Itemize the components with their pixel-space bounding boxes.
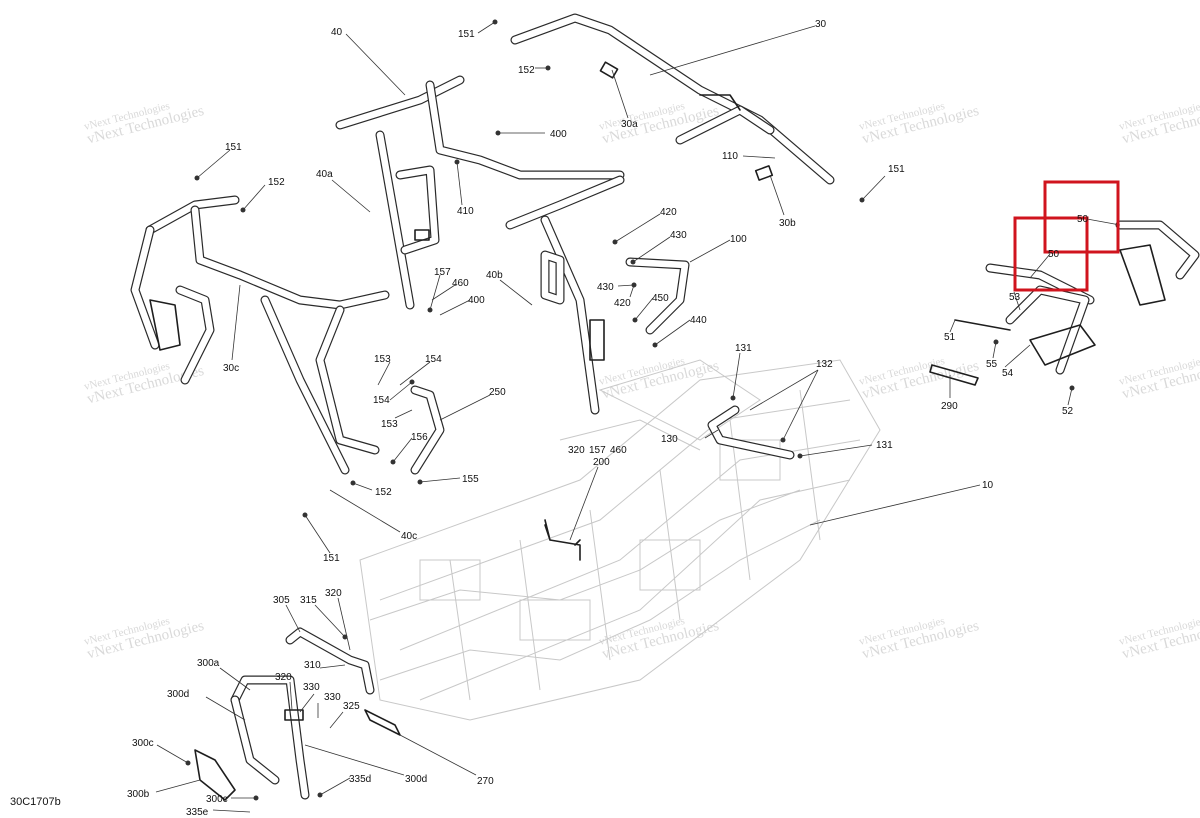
chassis-frame-ghost — [359, 359, 881, 721]
callout-label: 200 — [593, 457, 610, 468]
document-id: 30C1707b — [10, 796, 61, 808]
callout-label: 320 — [568, 445, 585, 456]
callout-label: 290 — [941, 401, 958, 412]
callout-label: 300d — [405, 774, 427, 785]
callout-label: 315 — [300, 595, 317, 606]
callout-label: 157 — [589, 445, 606, 456]
callout-label: 300c — [206, 794, 228, 805]
callout-label: 430 — [670, 230, 687, 241]
callout-label: 450 — [652, 293, 669, 304]
bar-130 — [707, 405, 795, 460]
callout-label: 100 — [730, 234, 747, 245]
callout-label: 152 — [268, 177, 285, 188]
callout-label: 30b — [779, 218, 796, 229]
callout-label: 410 — [457, 206, 474, 217]
callout-label: 325 — [343, 701, 360, 712]
callout-label: 460 — [610, 445, 627, 456]
callout-label: 300c — [132, 738, 154, 749]
callout-label: 151 — [225, 142, 242, 153]
callout-label: 152 — [518, 65, 535, 76]
callout-label: 30c — [223, 363, 239, 374]
callout-label: 300d — [167, 689, 189, 700]
leader-lines — [155, 21, 1121, 813]
callout-label: 151 — [458, 29, 475, 40]
callout-label: 132 — [816, 359, 833, 370]
callout-label: 40a — [316, 169, 333, 180]
callout-label: 460 — [452, 278, 469, 289]
left-cage — [130, 195, 390, 475]
callout-label: 250 — [489, 387, 506, 398]
callout-label: 430 — [597, 282, 614, 293]
callout-label: 300a — [197, 658, 220, 669]
callout-label: 154 — [425, 354, 442, 365]
callout-label: 30 — [815, 19, 827, 30]
bracket-200 — [544, 519, 581, 561]
rear-upper-bar-30 — [510, 13, 835, 185]
callout-label: 52 — [1062, 406, 1074, 417]
callout-label: 51 — [944, 332, 956, 343]
callout-label: 10 — [982, 480, 994, 491]
callout-label: 335e — [186, 807, 209, 818]
callout-label: 130 — [661, 434, 678, 445]
callout-label: 300b — [127, 789, 150, 800]
highlight-box — [1013, 216, 1089, 292]
callout-label: 153 — [381, 419, 398, 430]
front-bumper-300 — [194, 627, 401, 801]
highlight-boxes — [1013, 180, 1120, 292]
callout-label: 335d — [349, 774, 371, 785]
callout-label: 305 — [273, 595, 290, 606]
callout-label: 330 — [303, 682, 320, 693]
callout-label: 400 — [468, 295, 485, 306]
callout-label: 156 — [411, 432, 428, 443]
callout-label: 154 — [373, 395, 390, 406]
callout-label: 40c — [401, 531, 417, 542]
callout-label: 131 — [876, 440, 893, 451]
callout-label: 152 — [375, 487, 392, 498]
brace-100 — [625, 257, 690, 335]
callout-label: 30a — [621, 119, 638, 130]
callout-label: 440 — [690, 315, 707, 326]
callout-labels: 30 40 151 152 400 30a 110 151 30b 151 15… — [127, 19, 1089, 818]
callout-label: 50 — [1077, 214, 1089, 225]
callout-label: 320 — [275, 672, 292, 683]
callout-label: 270 — [477, 776, 494, 787]
callout-label: 310 — [304, 660, 321, 671]
callout-label: 40 — [331, 27, 343, 38]
callout-label: 54 — [1002, 368, 1014, 379]
callout-label: 110 — [722, 151, 738, 162]
callout-label: 400 — [550, 129, 567, 140]
callout-label: 153 — [374, 354, 391, 365]
rear-assembly-50 — [929, 220, 1200, 386]
brace-250 — [410, 385, 445, 475]
callout-label: 420 — [614, 298, 631, 309]
front-cage-40 — [335, 75, 625, 415]
callout-label: 50 — [1048, 249, 1060, 260]
callout-label: 40b — [486, 270, 503, 281]
callout-label: 53 — [1009, 292, 1021, 303]
callout-label: 131 — [735, 343, 752, 354]
callout-label: 151 — [888, 164, 905, 175]
callout-label: 157 — [434, 267, 451, 278]
callout-label: 330 — [324, 692, 341, 703]
callout-label: 320 — [325, 588, 342, 599]
callout-label: 151 — [323, 553, 340, 564]
callout-label: 155 — [462, 474, 479, 485]
callout-label: 55 — [986, 359, 998, 370]
callout-label: 420 — [660, 207, 677, 218]
